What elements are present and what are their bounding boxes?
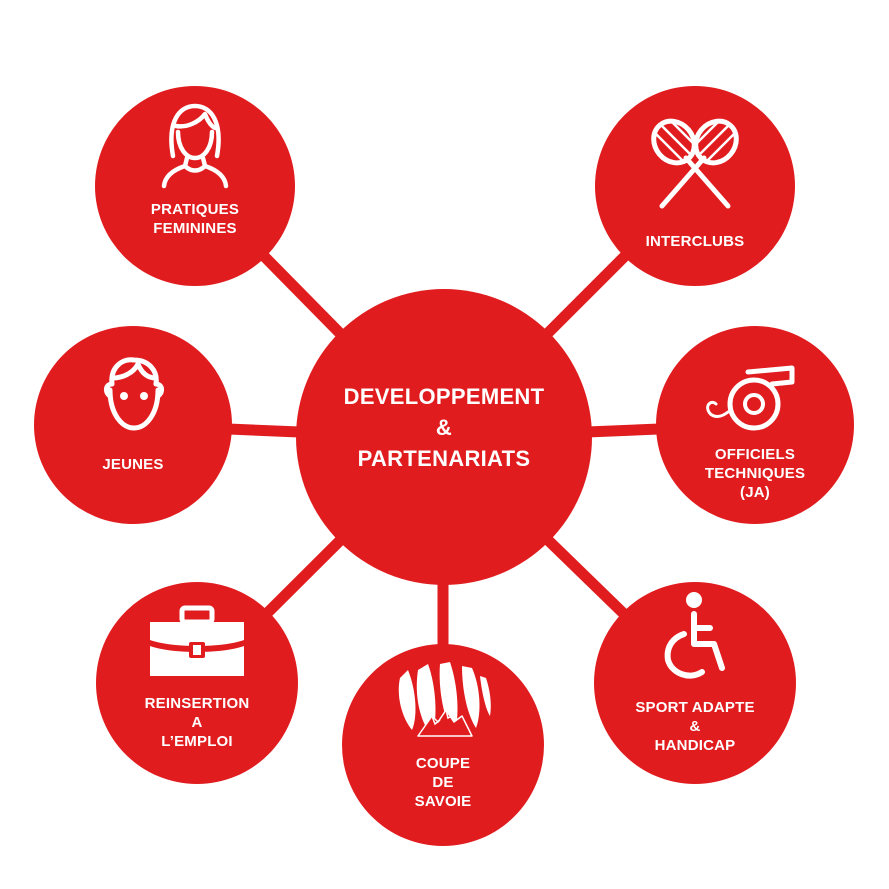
label-interclubs: INTERCLUBS: [645, 233, 745, 250]
label-pratiques-feminines: PRATIQUES FEMININES: [150, 201, 240, 237]
node-interclubs: INTERCLUBS: [595, 86, 795, 286]
center-label: DEVELOPPEMENT & PARTENARIATS: [343, 384, 545, 471]
node-officiels-techniques: OFFICIELS TECHNIQUES (JA): [656, 326, 854, 524]
node-sport-adapte-handicap: SPORT ADAPTE & HANDICAP: [594, 582, 796, 784]
label-coupe-de-savoie: COUPE DE SAVOIE: [414, 755, 472, 810]
whistle-icon: [706, 365, 795, 431]
label-jeunes: JEUNES: [102, 456, 164, 473]
label-officiels-techniques: OFFICIELS TECHNIQUES (JA): [704, 446, 806, 501]
label-sport-adapte-handicap: SPORT ADAPTE & HANDICAP: [635, 699, 755, 754]
woman-icon: [161, 103, 229, 189]
label-reinsertion-emploi: REINSERTION A L’EMPLOI: [144, 695, 250, 750]
briefcase-icon: [150, 605, 244, 676]
node-pratiques-feminines: PRATIQUES FEMININES: [95, 86, 295, 286]
child-face-icon: [103, 357, 165, 431]
wheelchair-icon: [664, 592, 725, 679]
node-coupe-de-savoie: COUPE DE SAVOIE: [342, 644, 544, 846]
badminton-rackets-icon: [645, 114, 745, 209]
node-jeunes: JEUNES: [34, 326, 232, 524]
center-node-developpement-partenariats: DEVELOPPEMENT & PARTENARIATS: [296, 289, 592, 585]
node-reinsertion-emploi: REINSERTION A L’EMPLOI: [96, 582, 298, 784]
savoie-logo-icon: [398, 662, 491, 737]
